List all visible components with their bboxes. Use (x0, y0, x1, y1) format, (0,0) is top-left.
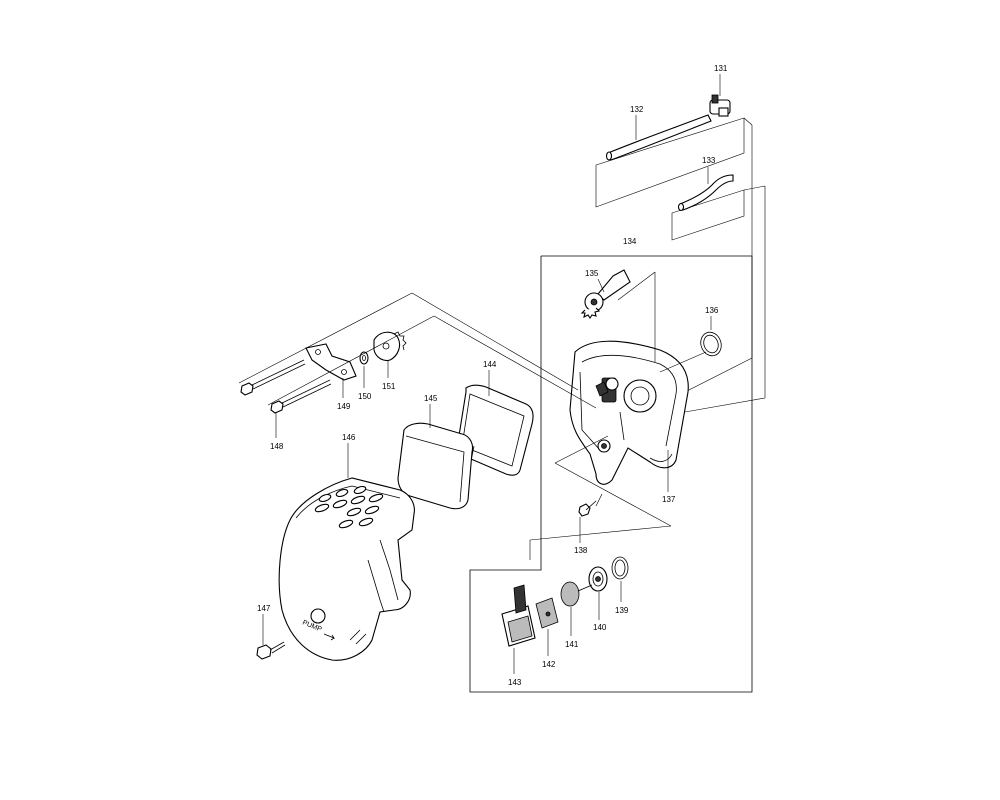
choke-lever-135 (580, 269, 631, 319)
part-label-147: 147 (257, 604, 271, 613)
gasket-142 (535, 597, 559, 629)
part-label-137: 137 (662, 495, 676, 504)
part-label-142: 142 (542, 660, 556, 669)
part-label-133: 133 (702, 156, 716, 165)
part-label-144: 144 (483, 360, 497, 369)
bolt-148 (270, 379, 332, 414)
part-label-143: 143 (508, 678, 522, 687)
part-label-145: 145 (424, 394, 438, 403)
hose-group-bracket-132 (595, 117, 745, 208)
pump-cap-140 (588, 566, 608, 592)
bracket-149 (305, 343, 357, 381)
pump-plate-143 (501, 584, 536, 647)
pump-valve-141 (560, 581, 593, 607)
part-label-141: 141 (565, 640, 579, 649)
part-label-134: 134 (623, 237, 637, 246)
part-label-135: 135 (585, 269, 599, 278)
hose-group-bracket-133 (671, 189, 745, 241)
air-cleaner-base-137 (569, 340, 689, 485)
bolt-147 (256, 641, 286, 660)
part-label-150: 150 (358, 392, 372, 401)
part-label-148: 148 (270, 442, 284, 451)
screw-138 (578, 500, 597, 517)
hose-clamp-131 (709, 94, 731, 117)
bolt-148-long (240, 359, 306, 396)
o-ring-139 (611, 556, 629, 580)
washer-150 (359, 351, 369, 365)
fuel-hose-132 (605, 114, 712, 161)
part-label-151: 151 (382, 382, 396, 391)
fuel-hose-133 (677, 174, 734, 212)
part-label-131: 131 (714, 64, 728, 73)
part-label-138: 138 (574, 546, 588, 555)
choke-knob-151 (373, 331, 407, 362)
part-label-136: 136 (705, 306, 719, 315)
part-label-140: 140 (593, 623, 607, 632)
part-label-132: 132 (630, 105, 644, 114)
part-label-149: 149 (337, 402, 351, 411)
part-label-139: 139 (615, 606, 629, 615)
air-cleaner-cover-146: PUMP (278, 477, 415, 661)
o-ring-136 (700, 331, 722, 357)
part-label-146: 146 (342, 433, 356, 442)
